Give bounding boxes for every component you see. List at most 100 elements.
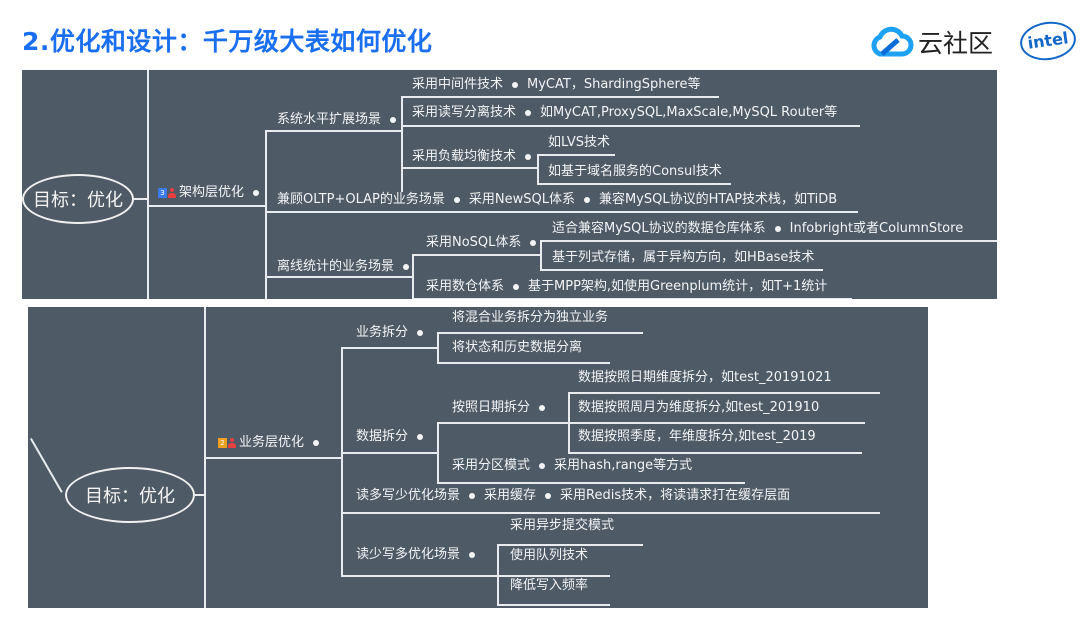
- branch-label: 业务层优化: [239, 435, 305, 450]
- connector: [412, 298, 852, 299]
- connector: [341, 347, 437, 349]
- node-label: 采用NoSQL体系: [426, 235, 522, 250]
- root-node[interactable]: 目标：优化: [22, 174, 134, 224]
- connector: [341, 347, 343, 576]
- connector: [147, 70, 149, 299]
- bullet-dot-icon: [774, 225, 781, 232]
- node-label: 采用负载均衡技术: [412, 149, 517, 164]
- node-label: 如MyCAT,ProxySQL,MaxScale,MySQL Router等: [540, 105, 838, 120]
- priority-badge: 3: [158, 187, 167, 198]
- branch-business[interactable]: 2 业务层优化: [218, 434, 328, 452]
- bullet-dot-icon: [469, 551, 476, 558]
- node[interactable]: 读少写多优化场景: [356, 546, 484, 564]
- node[interactable]: 数据按照日期维度拆分，如test_20191021: [578, 370, 832, 385]
- connector: [265, 130, 401, 132]
- node-label: 基于MPP架构,如使用Greenplum统计，如T+1统计: [528, 279, 828, 294]
- connector: [437, 332, 439, 363]
- connector: [537, 154, 539, 184]
- connector: [437, 422, 568, 424]
- node[interactable]: 采用分区模式采用hash,range等方式: [452, 457, 692, 475]
- node[interactable]: 业务拆分: [356, 324, 432, 342]
- node-label: 业务拆分: [356, 325, 409, 340]
- connector: [341, 452, 437, 454]
- node[interactable]: 采用中间件技术 MyCAT，ShardingSphere等: [412, 76, 701, 94]
- node[interactable]: 系统水平扩展场景: [277, 111, 405, 129]
- bullet-dot-icon: [539, 404, 546, 411]
- connector: [537, 154, 615, 156]
- node[interactable]: 将状态和历史数据分离: [452, 340, 583, 355]
- node[interactable]: 数据按照周月为维度拆分,如test_201910: [578, 400, 820, 415]
- bullet-dot-icon: [539, 462, 546, 469]
- priority-badge: 2: [218, 437, 227, 448]
- node-label: MyCAT，ShardingSphere等: [527, 77, 701, 92]
- connector: [540, 240, 997, 242]
- node[interactable]: 使用队列技术: [510, 548, 589, 563]
- connector: [265, 276, 412, 278]
- collapse-dot-icon[interactable]: [253, 189, 260, 196]
- connector: [497, 604, 610, 606]
- connector: [412, 254, 540, 256]
- node[interactable]: 如基于域名服务的Consul技术: [548, 164, 722, 179]
- bullet-dot-icon: [512, 81, 519, 88]
- node[interactable]: 离线统计的业务场景: [277, 258, 418, 276]
- node-label: 采用中间件技术: [412, 77, 504, 92]
- node-label: 读多写少优化场景: [356, 488, 461, 503]
- connector: [437, 422, 439, 484]
- connector: [497, 575, 610, 577]
- connector: [568, 392, 880, 394]
- connector: [412, 254, 414, 299]
- node-label: 采用Redis技术，将读请求打在缓存层面: [560, 488, 791, 503]
- connector: [540, 269, 823, 271]
- node[interactable]: 数据拆分: [356, 428, 432, 446]
- node[interactable]: 采用异步提交模式: [510, 518, 615, 533]
- cloud-logo-icon: [871, 26, 914, 57]
- bullet-dot-icon: [513, 283, 520, 290]
- connector: [148, 205, 265, 207]
- root-node[interactable]: 目标：优化: [65, 467, 195, 523]
- bullet-dot-icon: [525, 153, 532, 160]
- connector: [341, 512, 880, 514]
- bullet-dot-icon: [417, 329, 424, 336]
- node-label: 采用读写分离技术: [412, 105, 517, 120]
- bullet-dot-icon: [469, 492, 476, 499]
- connector: [341, 575, 497, 577]
- connector: [537, 183, 731, 185]
- connector: [401, 97, 403, 192]
- bullet-dot-icon: [525, 109, 532, 116]
- node-label: 采用hash,range等方式: [554, 458, 693, 473]
- node-label: 采用数仓体系: [426, 279, 505, 294]
- connector: [401, 125, 860, 127]
- connector: [437, 332, 643, 334]
- connector: [568, 422, 865, 424]
- connector: [134, 198, 147, 200]
- collapse-dot-icon[interactable]: [390, 116, 397, 123]
- connector: [437, 482, 745, 484]
- node[interactable]: 采用NoSQL体系: [426, 234, 545, 252]
- node[interactable]: 基于列式存储，属于异构方向，如HBase技术: [552, 250, 815, 265]
- node[interactable]: 按照日期拆分: [452, 399, 554, 417]
- node-label: 按照日期拆分: [452, 400, 531, 415]
- node-label: 数据拆分: [356, 429, 409, 444]
- node[interactable]: 兼顾OLTP+OLAP的业务场景采用NewSQL体系兼容MySQL协议的HTAP…: [277, 191, 837, 209]
- node[interactable]: 读多写少优化场景 采用缓存 采用Redis技术，将读请求打在缓存层面: [356, 487, 790, 505]
- bullet-dot-icon: [403, 263, 410, 270]
- node[interactable]: 将混合业务拆分为独立业务: [452, 310, 609, 325]
- node[interactable]: 如LVS技术: [548, 135, 610, 150]
- connector: [497, 544, 643, 546]
- node[interactable]: 降低写入频率: [510, 578, 589, 593]
- node[interactable]: 数据按照季度，年维度拆分,如test_2019: [578, 429, 816, 444]
- brand-name: 云社区: [918, 29, 994, 58]
- node[interactable]: 采用数仓体系 基于MPP架构,如使用Greenplum统计，如T+1统计: [426, 278, 827, 296]
- bullet-dot-icon: [583, 196, 590, 203]
- node[interactable]: 采用负载均衡技术: [412, 148, 540, 166]
- node[interactable]: 采用读写分离技术 如MyCAT,ProxySQL,MaxScale,MySQL R…: [412, 104, 837, 122]
- collapse-dot-icon[interactable]: [313, 439, 320, 446]
- intel-logo: intel: [1017, 18, 1079, 64]
- node-label: 读少写多优化场景: [356, 547, 461, 562]
- business-mindmap: 目标：优化 2 业务层优化 业务拆分 将混合业务拆分为独立业务 将状态和历史数据分…: [28, 307, 928, 608]
- node-label: Infobright或者ColumnStore: [789, 221, 964, 236]
- node-label: 采用缓存: [484, 488, 537, 503]
